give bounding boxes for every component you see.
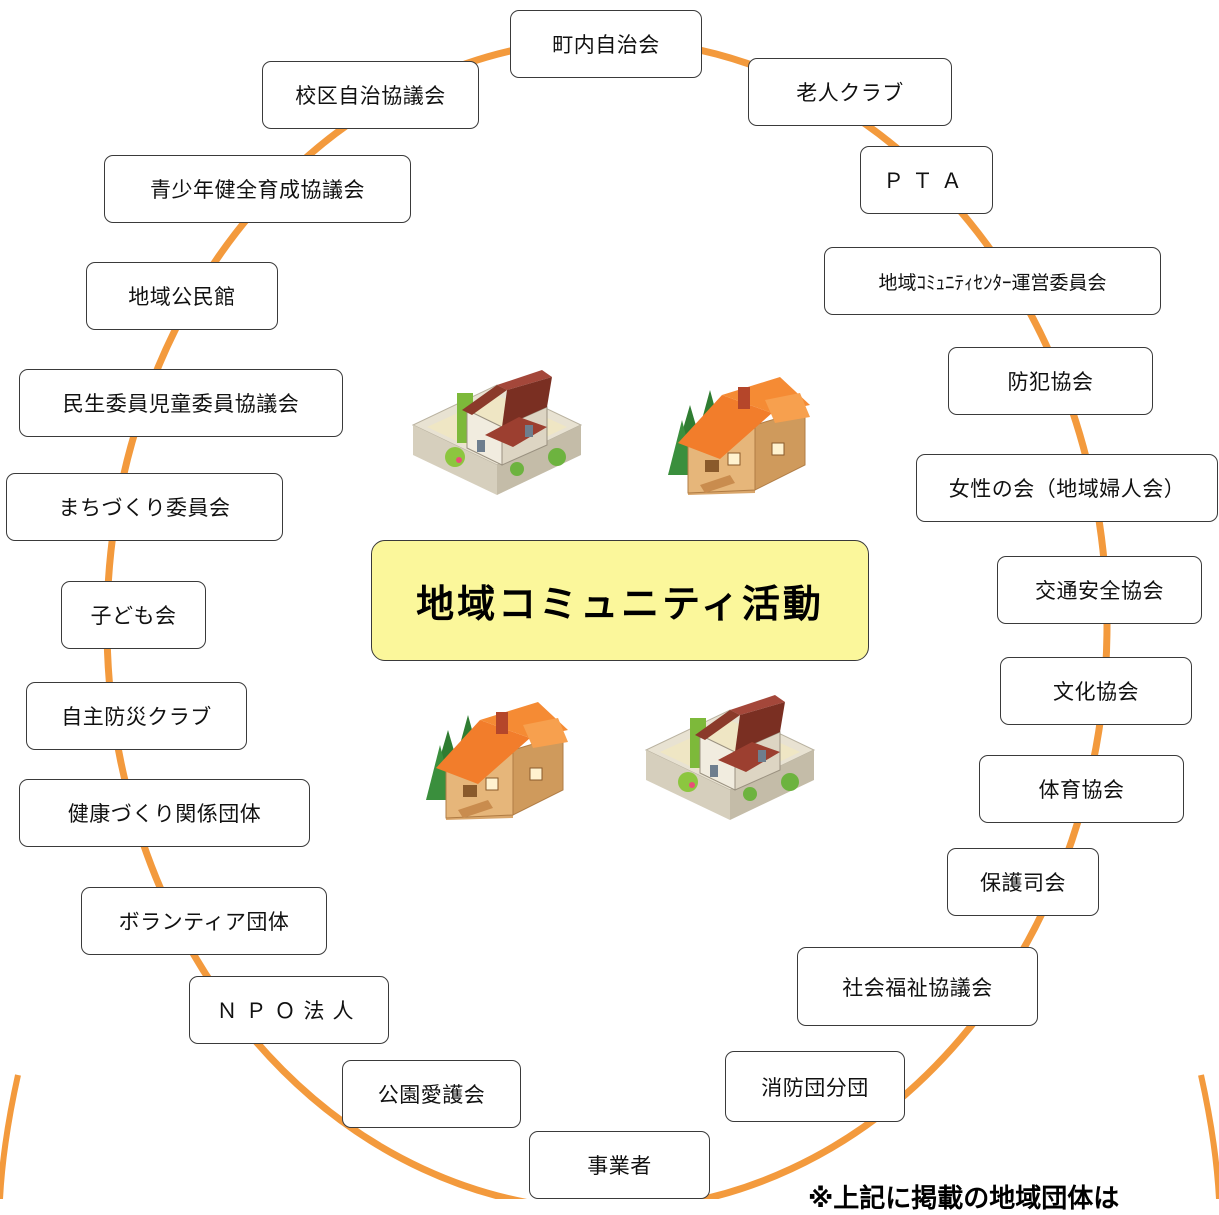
center-title: 地域コミュニティ活動 xyxy=(371,540,869,661)
group-sports-association: 体育協会 xyxy=(979,755,1184,823)
group-health-promotion: 健康づくり関係団体 xyxy=(19,779,310,847)
group-businesses: 事業者 xyxy=(529,1131,710,1199)
house-illustration xyxy=(644,695,816,820)
group-seniors-club: 老人クラブ xyxy=(748,58,952,126)
group-community-center-committee: 地域ｺﾐｭﾆﾃｨｾﾝﾀｰ運営委員会 xyxy=(824,247,1161,315)
group-crime-prevention: 防犯協会 xyxy=(948,347,1153,415)
group-traffic-safety: 交通安全協会 xyxy=(997,556,1202,624)
group-park-care: 公園愛護会 xyxy=(342,1060,521,1128)
group-community-hall: 地域公民館 xyxy=(86,262,278,330)
group-town-council: 町内自治会 xyxy=(510,10,702,78)
ring-edge-left xyxy=(0,1074,21,1199)
group-youth-development: 青少年健全育成協議会 xyxy=(104,155,411,223)
group-probation-volunteers: 保護司会 xyxy=(947,848,1099,916)
footnote: ※上記に掲載の地域団体は xyxy=(808,1184,1120,1214)
house-illustration xyxy=(411,370,583,495)
group-town-planning: まちづくり委員会 xyxy=(6,473,283,541)
group-fire-brigade: 消防団分団 xyxy=(725,1051,905,1122)
group-womens-association: 女性の会（地域婦人会） xyxy=(916,454,1218,522)
cabin-illustration xyxy=(668,377,810,495)
ring-edge-right xyxy=(1198,1074,1219,1199)
group-npo: ＮＰＯ法人 xyxy=(189,976,389,1044)
group-volunteers: ボランティア団体 xyxy=(81,887,327,955)
group-disaster-prevention: 自主防災クラブ xyxy=(26,682,247,750)
group-pta: ＰＴＡ xyxy=(860,146,993,214)
group-social-welfare-council: 社会福祉協議会 xyxy=(797,947,1038,1026)
group-childrens-club: 子ども会 xyxy=(61,581,206,649)
cabin-illustration xyxy=(426,702,568,820)
group-school-district-council: 校区自治協議会 xyxy=(262,61,479,129)
group-culture-association: 文化協会 xyxy=(1000,657,1192,725)
group-welfare-commissioners: 民生委員児童委員協議会 xyxy=(19,369,343,437)
